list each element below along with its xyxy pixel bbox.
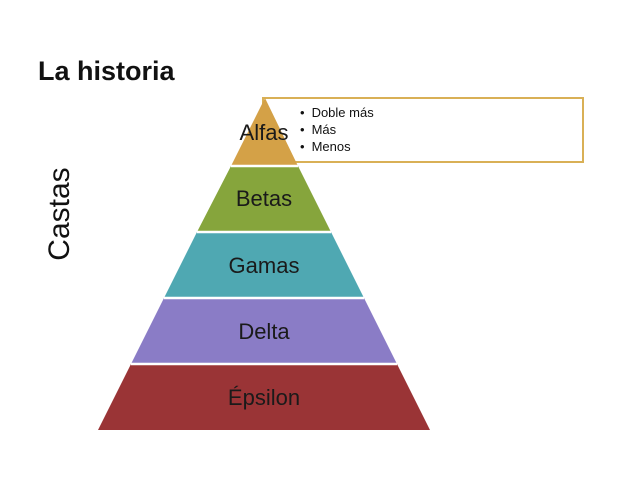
level-label-gamas: Gamas xyxy=(229,253,300,278)
pyramid-level-epsilon xyxy=(98,364,430,430)
level-label-delta: Delta xyxy=(238,319,290,344)
pyramid-level-gamas xyxy=(164,232,364,298)
level-dividers xyxy=(131,164,397,366)
alfas-detail-list: Doble más Más Menos xyxy=(300,104,374,155)
detail-item-doble-mas: Doble más xyxy=(300,104,374,121)
level-label-epsilon: Épsilon xyxy=(228,385,300,410)
level-label-alfas: Alfas xyxy=(240,120,289,145)
detail-item-menos: Menos xyxy=(300,138,374,155)
detail-item-mas: Más xyxy=(300,121,374,138)
slide-title: La historia xyxy=(38,56,175,86)
pyramid-level-alfas xyxy=(231,98,298,166)
pyramid-level-delta xyxy=(131,298,397,364)
level-label-betas: Betas xyxy=(236,186,292,211)
pyramid-level-betas xyxy=(197,166,331,232)
